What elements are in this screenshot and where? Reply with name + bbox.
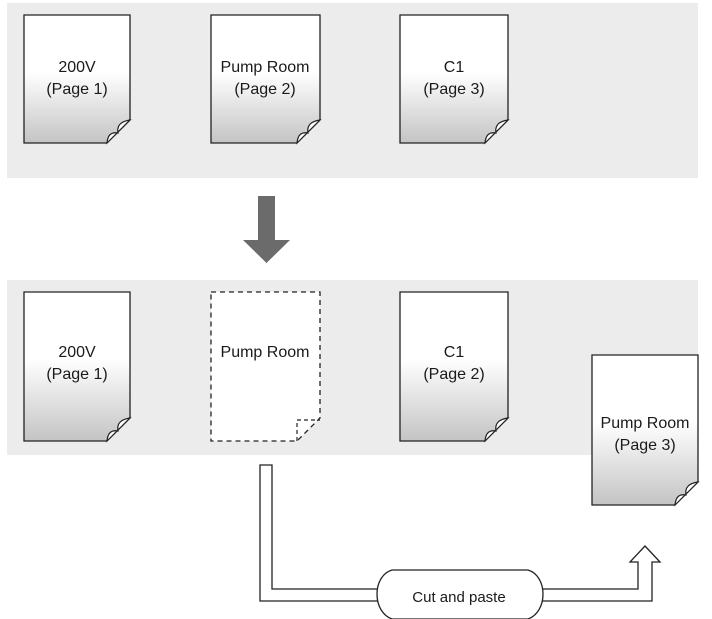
page-name: Pump Room <box>221 344 310 361</box>
page-number: (Page 1) <box>46 366 107 383</box>
page-number: (Page 2) <box>234 81 295 98</box>
page-number: (Page 3) <box>614 437 675 454</box>
before-page-200v: 200V (Page 1) <box>23 14 132 145</box>
before-page-c1: C1 (Page 3) <box>399 14 510 145</box>
cut-and-paste-label: Cut and paste <box>376 569 544 619</box>
page-name: 200V <box>58 59 96 76</box>
page-number: (Page 3) <box>423 81 484 98</box>
page-name: Pump Room <box>221 59 310 76</box>
page-number: (Page 2) <box>423 366 484 383</box>
page-name: C1 <box>444 344 465 361</box>
removed-page-placeholder: Pump Room <box>210 291 321 442</box>
after-page-200v: 200V (Page 1) <box>23 291 132 443</box>
action-label: Cut and paste <box>412 589 505 606</box>
cut-paste-arrow-icon <box>259 464 662 602</box>
moved-page-pump-room: Pump Room (Page 3) <box>591 354 700 507</box>
page-name: Pump Room <box>601 415 690 432</box>
page-name: 200V <box>58 344 96 361</box>
after-page-c1: C1 (Page 2) <box>399 291 510 443</box>
before-page-pump-room: Pump Room (Page 2) <box>210 14 322 145</box>
down-arrow-icon <box>243 196 290 263</box>
page-name: C1 <box>444 59 465 76</box>
page-number: (Page 1) <box>46 81 107 98</box>
